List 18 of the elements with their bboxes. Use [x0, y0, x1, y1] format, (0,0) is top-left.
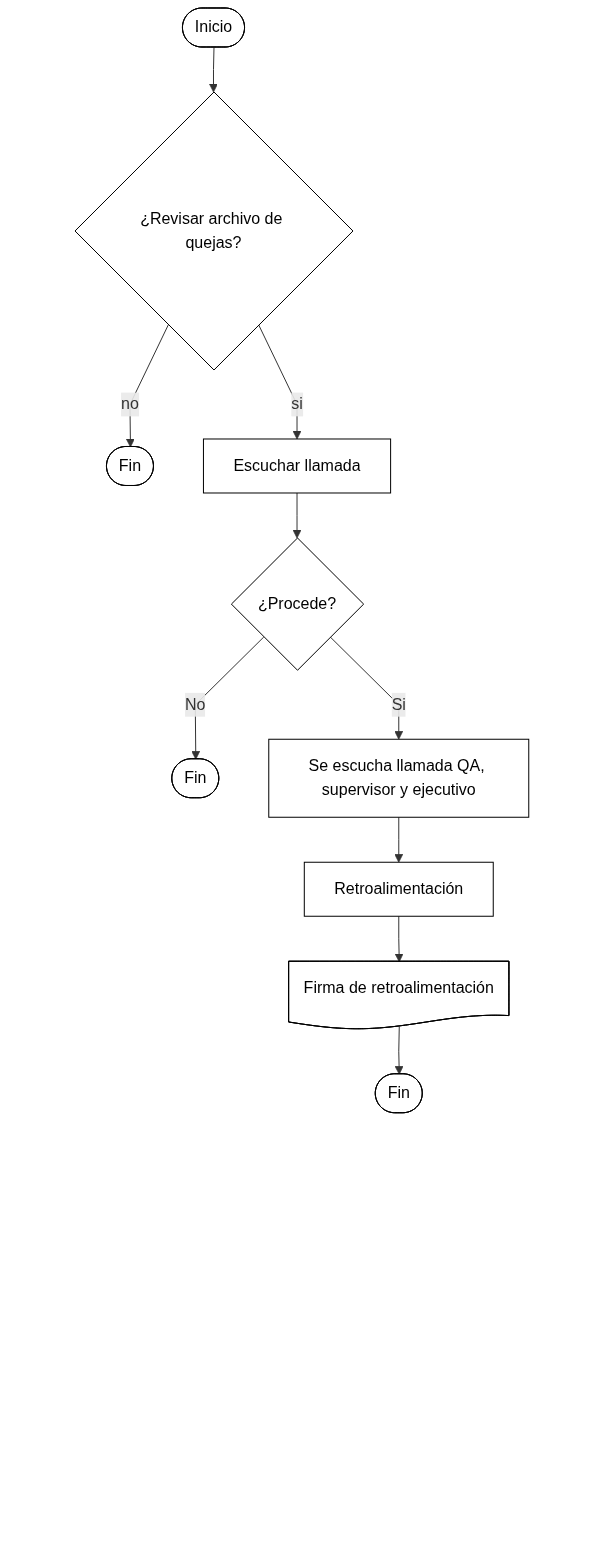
- edge-label: si: [290, 395, 303, 413]
- node-box: Retroalimentación: [303, 861, 494, 917]
- node-box: Se escucha llamada QA, supervisor y ejecutivo: [267, 738, 529, 818]
- node-box: Escuchar llamada: [202, 438, 391, 494]
- arrow: [292, 492, 302, 539]
- node-diamond: ¿Procede?: [230, 537, 364, 671]
- arrow: [394, 915, 404, 963]
- arrow: [125, 324, 169, 448]
- arrow: [257, 324, 302, 440]
- arrow: [190, 636, 264, 760]
- edge-label: Si: [391, 695, 406, 713]
- arrow: [394, 1025, 404, 1075]
- arrow: [208, 47, 218, 93]
- node-diamond: ¿Revisar archivo de quejas?: [74, 91, 354, 371]
- arrow: [394, 816, 403, 863]
- edge-label: no: [120, 395, 139, 413]
- arrow: [329, 636, 403, 740]
- edge-label: No: [184, 695, 206, 713]
